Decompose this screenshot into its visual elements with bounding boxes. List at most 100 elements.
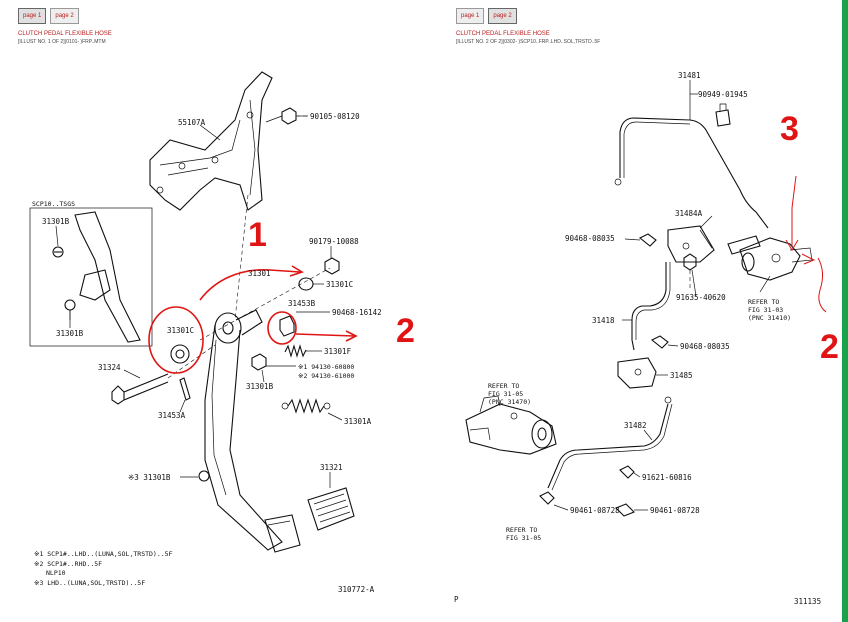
label-90461-08728-b: 90461-08728 [650,506,700,515]
label-31301B-bottom: ※3 31301B [128,473,171,482]
clip-90949-drawing [715,103,731,127]
page-marker: P [454,595,459,604]
inset-box [29,207,153,347]
right-diagram: 31481 90949-01945 31484A 90468-08035 916… [454,71,839,606]
pipe-31481-drawing [619,117,769,229]
label-91621-60816: 91621-60816 [642,473,692,482]
label-94130-61000: ※2 94130-61000 [298,372,354,380]
annotation-number-2-right: 2 [820,328,839,366]
left-page-subtitle: [ILLUST NO. 1 OF 2](0101- )FRP..MTM [18,39,106,45]
refer-note-3-line2: FIG 31-05 [506,534,541,542]
label-31301: 31301 [248,269,271,278]
bolt-31324-drawing [111,344,216,405]
right-figure-code: 311135 [794,597,821,606]
right-page-subtitle: [ILLUST NO. 2 OF 2](0302- )SCP10..FRP..L… [456,39,601,45]
label-31453B: 31453B [288,299,316,308]
right-tab-page-1[interactable]: page 1 [456,8,485,24]
label-31301F: 31301F [324,347,352,356]
label-31301C-top: 31301C [326,280,353,289]
label-90179-10088: 90179-10088 [309,237,359,246]
annotation-number-1: 1 [248,216,267,254]
label-94130-60800: ※1 94130-60800 [298,363,354,371]
slave-cylinder-drawing [465,395,557,455]
annotation-arrow-3 [791,175,797,246]
bushing-31301C-right-drawing [279,315,295,337]
annotation-circle-left [148,306,204,374]
label-31453A: 31453A [158,411,186,420]
refer-note-3-line1: REFER TO [506,526,537,534]
footnote-1: ※1 SCP1#..LHD..(LUNA,SOL,TRSTD)..5F [34,550,173,558]
label-55107A: 55107A [178,118,206,127]
footnote-3: ※3 LHD..(LUNA,SOL,TRSTD)..5F [34,579,145,587]
pedal-pad-31321-drawing [307,487,355,531]
footnote-2: ※2 SCP1#..RHD..5F [34,560,102,568]
left-tab-page-2[interactable]: page 2 [50,8,79,24]
label-31481: 31481 [678,71,701,80]
footnote-2b: NLP10 [46,569,66,577]
nut-90179-drawing [324,257,340,275]
hose-31418-drawing [631,262,667,351]
left-page-tabs: page 1 page 2 [18,8,79,24]
right-page-tabs: page 1 page 2 [456,8,517,24]
clamp-90468-mid-drawing [650,335,669,349]
refer-note-1-line1: REFER TO [748,298,779,306]
inset-bracket-drawing [52,211,141,343]
fitting-top-right-drawing [727,235,813,281]
label-90468-16142: 90468-16142 [332,308,382,317]
label-90468-08035-mid: 90468-08035 [680,342,730,351]
label-31484A: 31484A [675,209,703,218]
annotation-number-3: 3 [780,110,799,148]
label-31485: 31485 [670,371,693,380]
refer-note-2-line1: REFER TO [488,382,519,390]
label-31321: 31321 [320,463,343,472]
left-page: page 1 page 2 CLUTCH PEDAL FLEXIBLE HOSE… [18,8,415,594]
bracket-55107A-drawing [149,71,273,211]
label-90105-08120: 90105-08120 [310,112,360,121]
left-figure-code: 310772-A [338,585,375,594]
annotation-circle-right [267,311,297,345]
pipe-31482-drawing [547,403,669,489]
clamp-90461-a-drawing [539,491,555,505]
refer-note-2-line3: (PNC 31470) [488,398,531,406]
label-90461-08728-a: 90461-08728 [570,506,620,515]
refer-note-1-line2: FIG 31-03 [748,306,783,314]
label-31482: 31482 [624,421,647,430]
label-inset-31301B-top: 31301B [42,217,70,226]
refer-note-2-line2: FIG 31-05 [488,390,523,398]
label-31324: 31324 [98,363,121,372]
label-90949-01945: 90949-01945 [698,90,748,99]
annotation-squiggle-2 [817,257,827,313]
right-page: page 1 page 2 CLUTCH PEDAL FLEXIBLE HOSE… [433,0,848,622]
label-91635-40620: 91635-40620 [676,293,726,302]
return-spring-31301A-drawing [281,398,331,414]
left-tab-page-1[interactable]: page 1 [18,8,47,24]
inset-title: SCP10..TSGS [32,200,75,208]
right-tab-page-2[interactable]: page 2 [488,8,517,24]
annotation-number-2-left: 2 [396,312,415,350]
left-diagram: 55107A 90105-08120 90179-10088 31301 313… [29,71,415,594]
label-31301A: 31301A [344,417,372,426]
right-page-title: CLUTCH PEDAL FLEXIBLE HOSE [456,31,550,37]
annotation-arrow-top [199,269,301,301]
label-90468-08035-top: 90468-08035 [565,234,615,243]
refer-note-1-line3: (PNC 31410) [748,314,791,322]
label-inset-31301B-bottom: 31301B [56,329,84,338]
spring-31301F-drawing [284,344,307,358]
nut-94130-drawing [251,353,267,371]
label-31418: 31418 [592,316,615,325]
clutch-pedal-drawing [204,309,301,553]
bolt-91635-drawing [683,253,697,290]
bracket-31484A-drawing [667,225,715,263]
clamp-90468-top-drawing [638,233,657,247]
clamp-91621-drawing [619,465,635,479]
bracket-31485-drawing [617,357,657,389]
label-31301B-mid: 31301B [246,382,274,391]
pin-31453A-drawing [179,377,191,401]
clamp-90461-b-drawing [615,503,635,517]
left-page-title: CLUTCH PEDAL FLEXIBLE HOSE [18,31,112,37]
side-accent-bar [842,0,848,622]
stopper-31301B-drawing [198,470,210,482]
label-31301C-mid: 31301C [167,326,194,335]
bushing-31301C-drawing [170,344,190,364]
annotation-arrow-right [295,333,355,337]
